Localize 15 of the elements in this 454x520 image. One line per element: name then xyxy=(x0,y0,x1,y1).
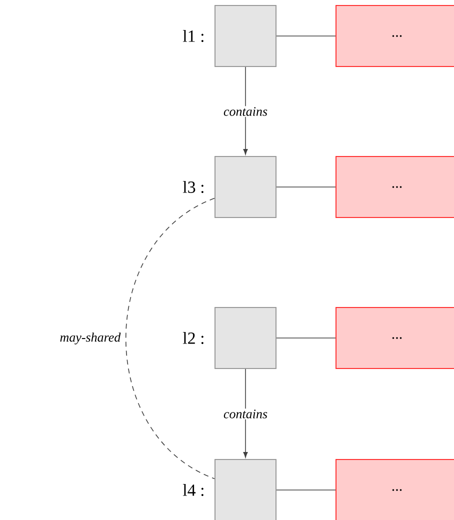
edge-label: contains xyxy=(222,408,269,420)
row-label: l1 : xyxy=(182,30,204,42)
value-box: ... xyxy=(336,156,454,218)
arrow xyxy=(243,66,248,155)
connector-line xyxy=(125,198,215,480)
row-label: l2 : xyxy=(182,332,204,344)
edge-label: may-shared xyxy=(60,332,121,344)
arrow xyxy=(243,368,248,458)
value-box: ... xyxy=(336,459,454,520)
value-box: ... xyxy=(336,5,454,67)
row-label: l4 : xyxy=(182,484,204,496)
row-label: l3 : xyxy=(182,180,204,193)
value-box: ... xyxy=(336,307,454,369)
edge-label: contains xyxy=(222,106,269,117)
connector-line xyxy=(276,186,336,188)
